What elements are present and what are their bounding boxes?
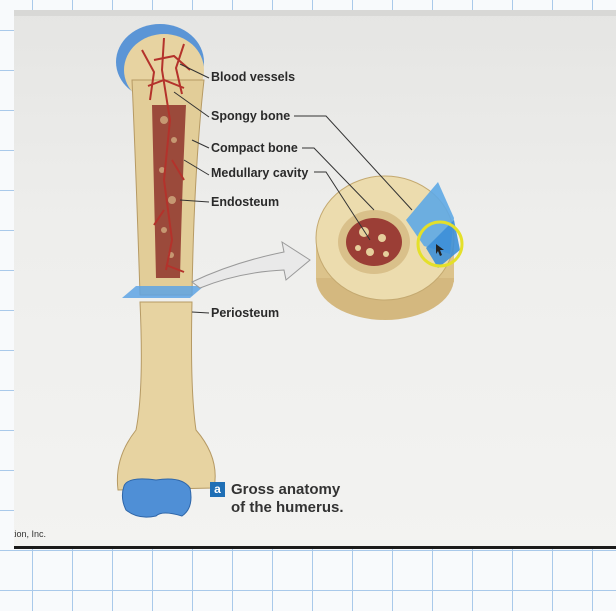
mouse-cursor-icon	[436, 244, 444, 256]
caption-line-1: Gross anatomy	[231, 481, 341, 498]
top-strip	[14, 10, 616, 16]
leader-lines	[173, 63, 413, 314]
highlight-circle	[416, 220, 464, 268]
caption-badge: a	[210, 482, 225, 497]
blood-vessel-network	[141, 37, 191, 273]
label-compact-bone: Compact bone	[211, 141, 298, 155]
pointer-arrow	[191, 240, 311, 289]
label-spongy-bone: Spongy bone	[211, 109, 291, 123]
copyright-text: tion, Inc.	[14, 529, 47, 539]
medullary-cavity-region	[152, 105, 186, 278]
caption-line-2: of the humerus.	[231, 499, 344, 516]
humerus-illustration	[116, 24, 464, 518]
condyle-cartilage	[121, 478, 192, 518]
figure-caption: a Gross anatomy of the humerus.	[210, 481, 344, 517]
lower-shaft	[116, 301, 216, 491]
label-medullary-cavity: Medullary cavity	[211, 166, 309, 180]
label-blood-vessels: Blood vessels	[211, 70, 296, 84]
section-plane	[122, 286, 204, 298]
cross-section	[315, 175, 460, 320]
screen-photo: Blood vessels Spongy bone Compact bone M…	[14, 10, 616, 549]
label-periosteum: Periosteum	[211, 306, 280, 320]
label-endosteum: Endosteum	[211, 195, 280, 209]
